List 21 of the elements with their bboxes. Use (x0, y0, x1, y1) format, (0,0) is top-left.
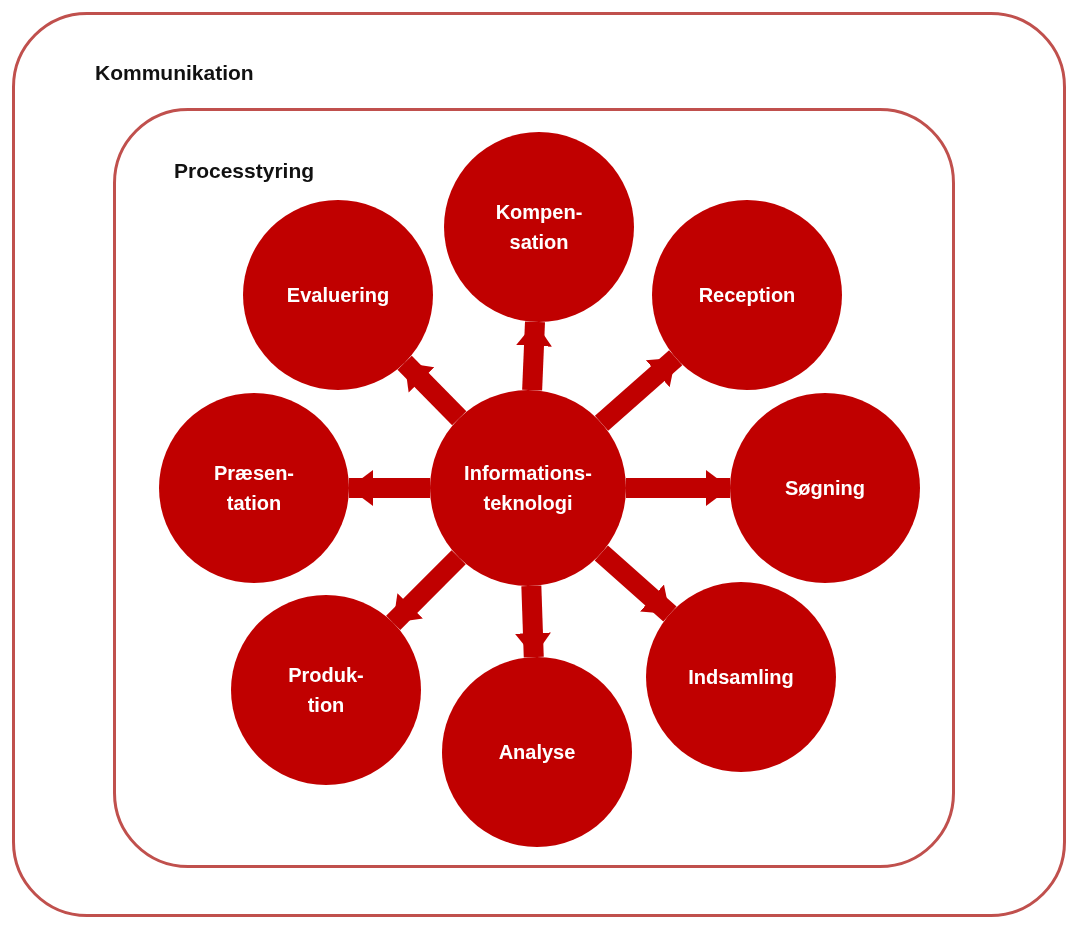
circle-label: Præsen- tation (213, 461, 295, 516)
block-arrow (349, 470, 430, 506)
circle-label: Analyse (498, 740, 576, 765)
block-arrow (397, 355, 467, 426)
group-frame (113, 108, 955, 868)
circle-label: Kompen- sation (494, 200, 584, 255)
block-arrow (516, 321, 552, 391)
circle-label: Produk- tion (287, 663, 365, 718)
circle-label: Indsamling (688, 665, 794, 690)
circle-label: Søgning (785, 476, 865, 501)
block-arrow (514, 585, 551, 658)
block-arrow (594, 545, 677, 622)
group-heading: Processtyring (174, 159, 315, 183)
group-heading: Kommunikation (95, 61, 254, 85)
block-arrow (594, 350, 683, 431)
circle-label: Evaluering (286, 283, 390, 308)
circle-label: Informations- teknologi (463, 461, 593, 516)
block-arrow (386, 550, 466, 630)
block-arrow (626, 470, 730, 506)
circle-label: Reception (698, 283, 796, 308)
group-frame (12, 12, 1066, 917)
